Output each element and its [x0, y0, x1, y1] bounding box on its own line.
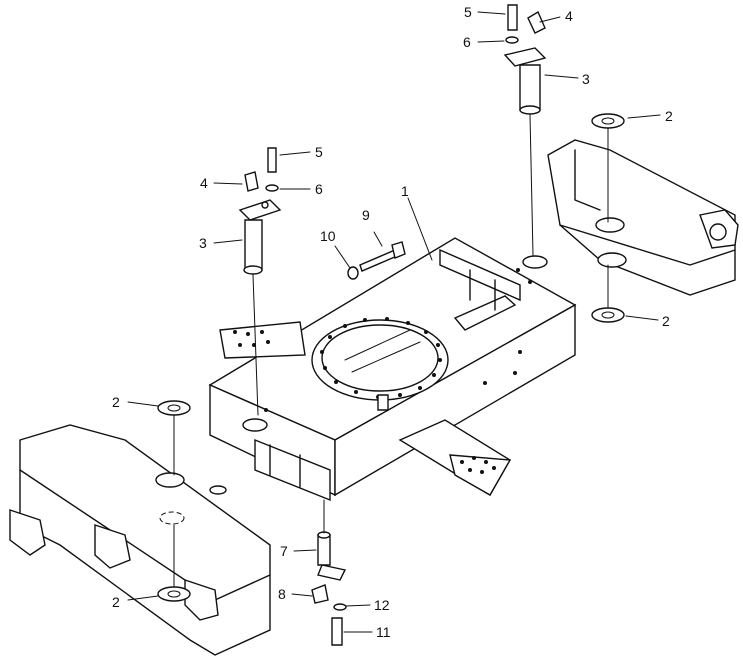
leader-lines: [127, 11, 661, 633]
callout-2: 2: [662, 313, 670, 329]
cross-beam: [219, 321, 512, 496]
washers: [157, 113, 625, 602]
callout-3: 3: [582, 71, 590, 87]
callout-5: 5: [464, 4, 472, 20]
callout-10: 10: [320, 228, 336, 244]
left-track-frame: [9, 424, 271, 656]
callout-1: 1: [401, 183, 409, 199]
callout-12: 12: [374, 597, 390, 613]
callout-2: 2: [112, 594, 120, 610]
bolt-and-washer: [347, 241, 406, 280]
right-pin-assembly: [503, 4, 547, 256]
callout-2: 2: [112, 394, 120, 410]
callout-3: 3: [199, 235, 207, 251]
main-frame: [208, 237, 577, 502]
callout-2: 2: [665, 108, 673, 124]
right-track-frame: [547, 139, 739, 296]
left-pin-assembly: [238, 147, 282, 416]
callout-8: 8: [278, 586, 286, 602]
callout-labels: 1 2 2 2 2 3 3 4 4 5 5 6 6 7 8 9 10 11 12: [112, 4, 673, 640]
callout-7: 7: [280, 543, 288, 559]
bottom-pin-assembly: [311, 499, 347, 646]
callout-9: 9: [362, 207, 370, 223]
callout-6: 6: [315, 181, 323, 197]
callout-4: 4: [200, 175, 208, 191]
callout-11: 11: [376, 624, 391, 640]
callout-4: 4: [565, 8, 573, 24]
callout-5: 5: [315, 144, 323, 160]
callout-6: 6: [463, 34, 471, 50]
